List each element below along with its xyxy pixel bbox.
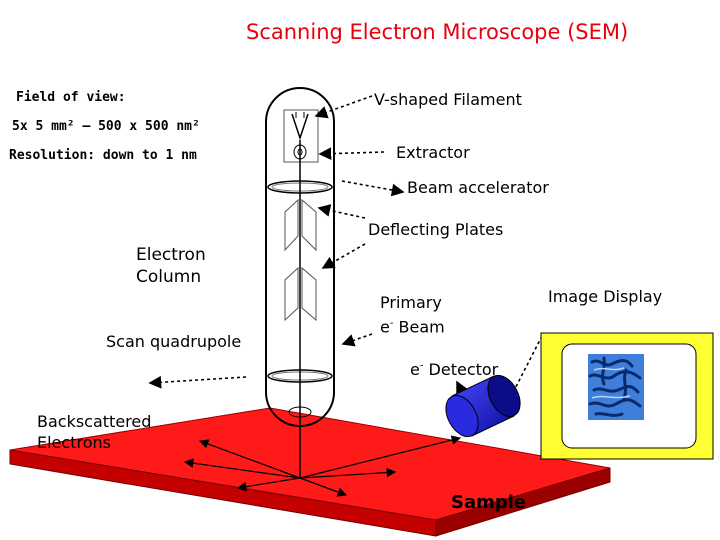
primary-beam-e: e [380,317,390,337]
primary-beam-word: Beam [393,317,445,337]
detector-e: e [410,360,420,379]
image-display-label: Image Display [548,287,663,306]
resolution-label: Resolution: down to 1 nm [9,148,197,163]
backscattered-line2: Electrons [37,433,111,452]
beam-accelerator-label: Beam accelerator [407,178,549,197]
backscattered-line1: Backscattered [37,412,152,431]
electron-column-line2: Column [136,267,202,287]
detector-word: Detector [423,360,499,379]
primary-beam-sup: - [389,318,394,329]
field-of-view-range: 5x 5 mm² – 500 x 500 nm² [12,119,200,134]
field-of-view-label: Field of view: [16,90,126,105]
electron-column-label: Electron Column [136,244,206,288]
backscattered-electrons-label: Backscattered Electrons [37,411,151,453]
primary-beam-line2: e- Beam [380,313,445,337]
primary-beam-line1: Primary [380,293,442,312]
leader-arrows [148,95,543,412]
scan-quadrupole-label: Scan quadrupole [106,332,242,351]
detector-label: e- Detector [410,360,498,379]
backscatter-rays [183,435,462,497]
detector-icon [445,374,521,438]
electron-column-line1: Electron [136,245,206,265]
primary-beam-label: Primary e- Beam [380,292,445,337]
extractor-label: Extractor [396,143,470,162]
sample-label: Sample [451,492,527,513]
page-title: Scanning Electron Microscope (SEM) [246,20,629,44]
filament-label: V-shaped Filament [374,90,522,109]
detector-sup: - [419,360,424,372]
image-display [540,332,714,460]
deflecting-plates-label: Deflecting Plates [368,220,504,239]
sample-block [9,407,611,537]
